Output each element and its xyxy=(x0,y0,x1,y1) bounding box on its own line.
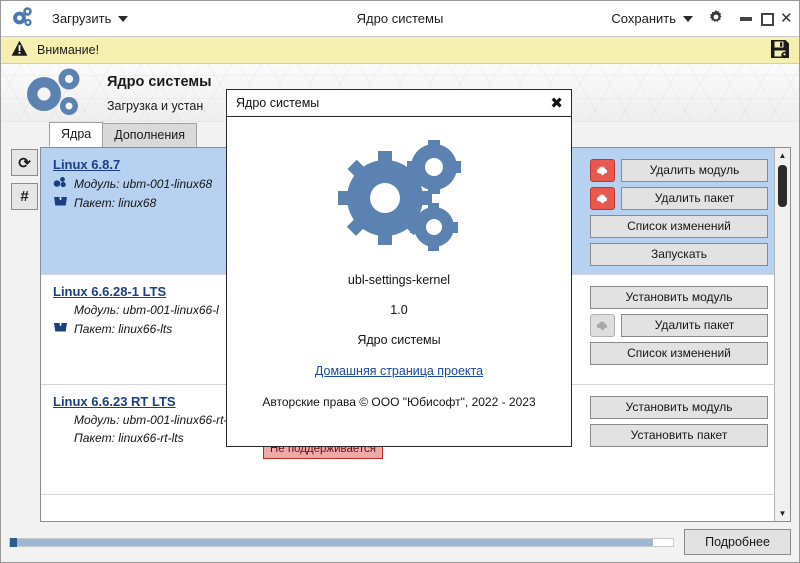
kernel-name-link[interactable]: Linux 6.8.7 xyxy=(53,157,121,172)
hero-title: Ядро системы xyxy=(107,73,212,90)
tab-extras[interactable]: Дополнения xyxy=(102,123,198,147)
kernel-module-line: Модуль: ubm-001-linux66-rt-lts xyxy=(53,413,263,427)
progress-bar xyxy=(9,537,674,547)
kernel-name-link[interactable]: Linux 6.6.23 RT LTS xyxy=(53,394,176,409)
load-menu-label: Загрузить xyxy=(52,11,112,26)
dialog-titlebar: Ядро системы ✖ xyxy=(227,90,571,117)
cloud-download-red-icon[interactable] xyxy=(590,159,615,182)
kernel-meta: Linux 6.6.23 RT LTS Модуль: ubm-001-linu… xyxy=(47,394,263,486)
warning-text: Внимание! xyxy=(37,43,100,57)
footer: Подробнее xyxy=(1,522,799,562)
run-button[interactable]: Запускать xyxy=(590,243,768,266)
chain-link-icon xyxy=(53,176,68,191)
kernel-package-line: Пакет: linux68 xyxy=(53,195,263,211)
kernel-module-line: Модуль: ubm-001-linux66-l xyxy=(53,303,263,317)
cloud-download-red-icon[interactable] xyxy=(590,187,615,210)
action-row: Установить пакет xyxy=(590,424,768,447)
kernel-package-label: Пакет: linux66-lts xyxy=(74,322,173,336)
settings-gear-icon[interactable] xyxy=(708,9,724,28)
kernel-meta: Linux 6.6.28-1 LTS Модуль: ubm-001-linux… xyxy=(47,284,263,376)
close-icon[interactable]: ✖ xyxy=(550,94,563,112)
package-box-icon xyxy=(53,321,68,337)
tabstrip: Ядра Дополнения xyxy=(1,122,799,147)
package-name: ubl-settings-kernel xyxy=(347,273,451,287)
app-gears-icon xyxy=(11,6,35,31)
kernel-package-line: Пакет: linux66-rt-lts xyxy=(53,431,263,445)
dialog-body: ubl-settings-kernel 1.0 Ядро системы Дом… xyxy=(227,117,571,446)
dialog-description: Ядро системы xyxy=(357,333,441,347)
kernel-module-label: Модуль: ubm-001-linux66-l xyxy=(74,303,219,317)
kernel-actions: Установить модуль Установить пакет xyxy=(590,394,768,486)
scroll-down-arrow-icon[interactable]: ▼ xyxy=(778,509,787,518)
kernel-module-label: Модуль: ubm-001-linux68 xyxy=(74,176,213,191)
minimize-button[interactable] xyxy=(740,12,753,26)
changelog-button[interactable]: Список изменений xyxy=(590,215,768,238)
warning-triangle-icon xyxy=(11,40,28,60)
remove-module-button[interactable]: Удалить модуль xyxy=(621,159,768,182)
changelog-button[interactable]: Список изменений xyxy=(590,342,768,365)
kernel-package-label: Пакет: linux68 xyxy=(74,196,157,210)
remove-package-button[interactable]: Удалить пакет xyxy=(621,187,768,210)
homepage-link[interactable]: Домашняя страница проекта xyxy=(314,364,484,378)
action-row: Запускать xyxy=(590,243,768,266)
chevron-down-icon xyxy=(118,15,129,22)
progress-bar-head xyxy=(10,537,17,547)
hero-banner: Ядро системы Загрузка и устан xyxy=(1,64,799,122)
package-box-icon xyxy=(53,195,68,211)
action-row: Удалить модуль xyxy=(590,159,768,182)
chevron-down-icon xyxy=(683,15,693,22)
kernel-package-line: Пакет: linux66-lts xyxy=(53,321,263,337)
kernel-package-label: Пакет: linux66-rt-lts xyxy=(74,431,184,445)
install-module-button[interactable]: Установить модуль xyxy=(590,396,768,419)
install-module-button[interactable]: Установить модуль xyxy=(590,286,768,309)
refresh-button[interactable]: ⟳ xyxy=(11,149,38,176)
copyright-text: Авторские права © ООО "Юбисофт", 2022 - … xyxy=(262,395,536,409)
save-menu-label: Сохранить xyxy=(611,11,676,26)
scroll-up-arrow-icon[interactable]: ▲ xyxy=(778,151,787,160)
kernel-module-label: Модуль: ubm-001-linux66-rt-lts xyxy=(74,413,240,427)
floppy-save-icon[interactable] xyxy=(769,38,791,63)
kernel-meta: Linux 6.8.7 Модуль: ubm-001-l xyxy=(47,157,263,266)
action-row: Удалить пакет xyxy=(590,314,768,337)
scrollbar-thumb[interactable] xyxy=(778,165,787,207)
warning-bar: Внимание! xyxy=(1,37,799,64)
kernel-name-link[interactable]: Linux 6.6.28-1 LTS xyxy=(53,284,167,299)
hash-button[interactable]: # xyxy=(11,183,38,210)
kernel-actions: Удалить модуль Удалить пакет xyxy=(590,157,768,266)
titlebar: Загрузить Ядро системы Сохранить ✕ xyxy=(1,1,799,37)
remove-package-button[interactable]: Удалить пакет xyxy=(621,314,768,337)
kernel-actions: Установить модуль Удалить пакет xyxy=(590,284,768,376)
load-menu-button[interactable]: Загрузить xyxy=(49,9,131,28)
action-row: Список изменений xyxy=(590,342,768,365)
progress-bar-fill xyxy=(10,538,654,546)
kernel-module-line: Модуль: ubm-001-linux68 xyxy=(53,176,263,191)
vertical-scrollbar[interactable]: ▲ ▼ xyxy=(774,148,790,521)
action-row: Установить модуль xyxy=(590,396,768,419)
side-toolbar: ⟳ # xyxy=(9,147,40,522)
about-dialog: Ядро системы ✖ xyxy=(226,89,572,447)
maximize-button[interactable] xyxy=(760,12,774,26)
save-menu-button[interactable]: Сохранить xyxy=(608,9,696,28)
action-row: Удалить пакет xyxy=(590,187,768,210)
details-button[interactable]: Подробнее xyxy=(684,529,791,555)
gears-logo-icon xyxy=(333,135,465,257)
dialog-title: Ядро системы xyxy=(236,96,320,110)
cloud-download-grey-icon xyxy=(590,314,615,337)
hero-subtitle: Загрузка и устан xyxy=(107,98,204,113)
table-row[interactable]: Linux 6.6.28-1 LTS Модуль: ubm-001-linux… xyxy=(41,275,774,385)
version-text: 1.0 xyxy=(390,303,408,317)
gears-logo-icon xyxy=(19,66,93,120)
tab-kernels[interactable]: Ядра xyxy=(49,122,104,147)
action-row: Установить модуль xyxy=(590,286,768,309)
action-row: Список изменений xyxy=(590,215,768,238)
close-button[interactable]: ✕ xyxy=(780,8,793,27)
install-package-button[interactable]: Установить пакет xyxy=(590,424,768,447)
